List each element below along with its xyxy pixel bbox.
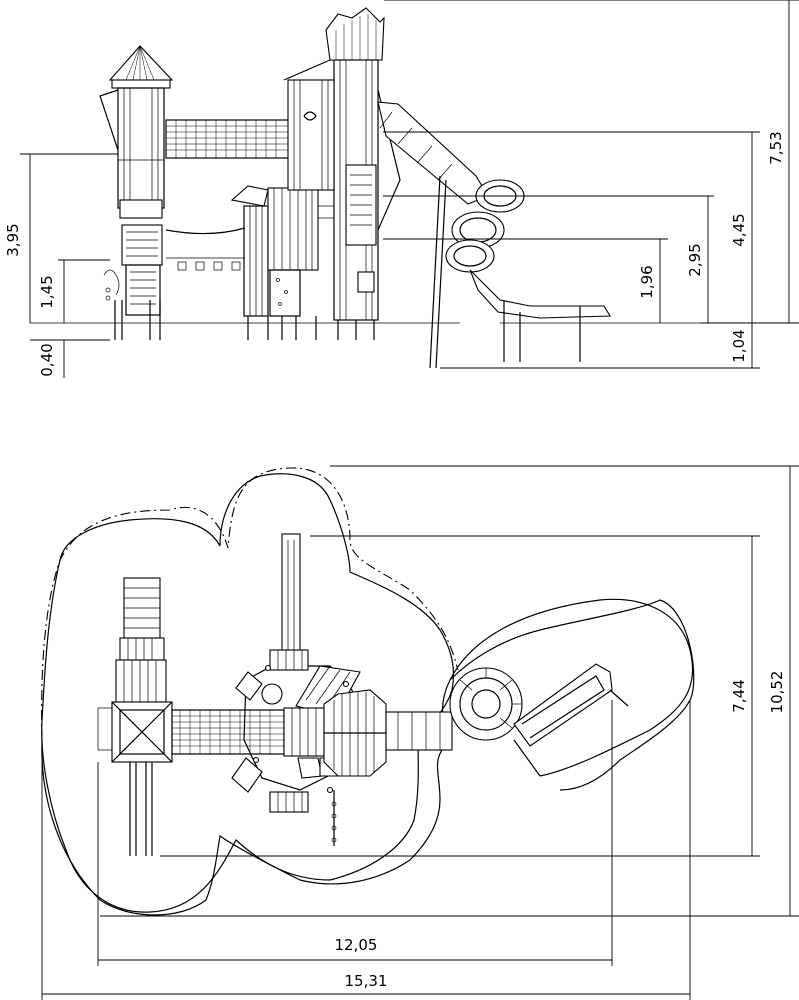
plan-net-bridge: [171, 709, 285, 755]
dim-depth-total: 10,52: [768, 671, 786, 714]
left-tower: [99, 45, 174, 340]
dim-right-total: 7,53: [767, 131, 785, 164]
net-bridge: [165, 119, 291, 271]
plan-hex-deck: [231, 649, 361, 846]
dim-right-b: 2,95: [686, 243, 704, 276]
plan-ladder: [281, 533, 301, 655]
dim-width-total: 15,31: [345, 972, 388, 990]
middle-tower: [230, 185, 319, 340]
dim-right-a: 1,96: [638, 265, 656, 298]
tube-slide: [377, 101, 611, 369]
safety-zone-outline: [41, 599, 695, 916]
dim-right-bottom: 1,04: [730, 329, 748, 362]
plan-left-tower: [97, 577, 173, 856]
dim-depth-inner: 7,44: [730, 679, 748, 712]
dim-right-c: 4,45: [730, 213, 748, 246]
plan-tube-slide: [385, 663, 629, 777]
tall-tower: [283, 7, 401, 340]
dim-left-bottom: 0,40: [38, 343, 56, 376]
plan-view: 7,44 10,52 12,05 15,31: [41, 465, 799, 1000]
plan-dimension-lines: [41, 465, 799, 1000]
dim-width-inner: 12,05: [335, 936, 378, 954]
elevation-view: 3,95 1,45 0,40 1,96 2,95 4,45 7,53 1,04: [4, 0, 799, 378]
dim-left-top: 3,95: [4, 223, 22, 256]
plan-tall-tower: [323, 689, 387, 777]
dim-left-mid: 1,45: [38, 275, 56, 308]
elevation-dimension-lines: [20, 0, 799, 378]
